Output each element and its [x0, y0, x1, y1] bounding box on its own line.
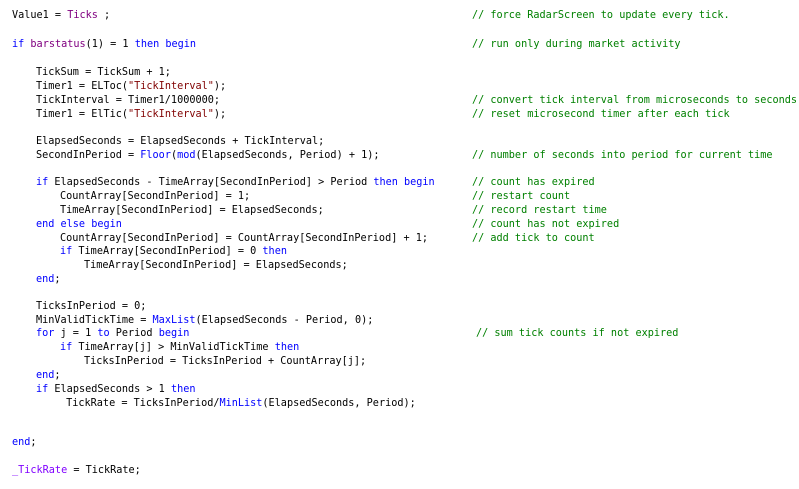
code-token-plain: ; [54, 370, 61, 381]
code-comment: // record restart time [472, 205, 607, 216]
code-token-plain: Value1 = [12, 10, 68, 21]
code-comment: // run only during market activity [472, 39, 681, 50]
code-token-keyword: if [60, 342, 73, 353]
code-token-keyword: then begin [373, 177, 435, 188]
code-token-plain: TickSum = TickSum + 1; [36, 67, 171, 78]
code-line: end else begin [36, 218, 122, 232]
code-line: Timer1 = ELToc("TickInterval"); [36, 80, 226, 94]
code-line: end; [36, 369, 61, 383]
code-token-plain: Period [109, 328, 159, 339]
code-comment: // convert tick interval from microsecon… [472, 95, 798, 106]
code-token-plain: ElapsedSeconds - TimeArray[SecondInPerio… [48, 177, 374, 188]
code-line: ElapsedSeconds = ElapsedSeconds + TickIn… [36, 135, 324, 149]
code-token-keyword: for [36, 328, 55, 339]
code-token-plain: TimeArray[SecondInPeriod] = ElapsedSecon… [60, 205, 324, 216]
code-token-keyword: then [262, 246, 287, 257]
code-token-plain: ; [97, 10, 111, 21]
code-comment: // reset microsecond timer after each ti… [472, 109, 730, 120]
code-token-plain: ); [213, 109, 227, 120]
code-token-keyword: if [36, 384, 49, 395]
code-token-keyword: then [274, 342, 300, 353]
code-token-plain: MinValidTickTime = [36, 315, 153, 326]
code-line: TicksInPeriod = TicksInPeriod + CountArr… [84, 355, 366, 369]
code-token-plain: (1) = 1 [85, 39, 135, 50]
code-comment: // add tick to count [472, 233, 595, 244]
code-token-function: mod [177, 150, 196, 161]
code-comment: // count has not expired [472, 219, 620, 230]
code-token-plain: j = 1 [54, 328, 98, 339]
code-line: if TimeArray[j] > MinValidTickTime then [60, 341, 299, 355]
code-token-plain: TicksInPeriod = 0; [36, 301, 147, 312]
code-token-plain: TicksInPeriod = TicksInPeriod + CountArr… [84, 356, 367, 367]
code-line: end; [36, 273, 61, 287]
code-line: TickSum = TickSum + 1; [36, 66, 171, 80]
code-comment: // restart count [472, 191, 571, 202]
code-line: TimeArray[SecondInPeriod] = ElapsedSecon… [84, 259, 348, 273]
code-line: TicksInPeriod = 0; [36, 300, 146, 314]
code-token-function: MinList [219, 398, 263, 409]
code-token-keyword: then begin [134, 39, 197, 50]
code-token-function: MaxList [152, 315, 196, 326]
code-token-plain: Timer1 = ELToc( [36, 81, 129, 92]
code-token-plain: (ElapsedSeconds, Period) + 1); [195, 150, 380, 161]
code-token-string: "TickInterval" [128, 81, 214, 92]
code-token-plain: SecondInPeriod = [36, 150, 141, 161]
code-token-plain: ; [30, 437, 37, 448]
code-comment: // count has expired [472, 177, 595, 188]
code-token-keyword: if [60, 246, 73, 257]
code-token-keyword: end else begin [36, 219, 122, 230]
code-token-string: "TickInterval" [128, 109, 214, 120]
code-token-plain: ; [54, 274, 61, 285]
code-line: if ElapsedSeconds - TimeArray[SecondInPe… [36, 176, 435, 190]
code-token-plain: TickInterval = Timer1/1000000; [36, 95, 221, 106]
code-token-function: Floor [140, 150, 171, 161]
code-token-reserved: barstatus [30, 39, 86, 50]
code-token-plain: TimeArray[j] > MinValidTickTime [72, 342, 275, 353]
code-token-keyword: end [12, 437, 31, 448]
code-line: Value1 = Ticks ; [12, 9, 110, 23]
code-line: SecondInPeriod = Floor(mod(ElapsedSecond… [36, 149, 380, 163]
code-line: TimeArray[SecondInPeriod] = ElapsedSecon… [60, 204, 324, 218]
code-token-plain: TickRate = TicksInPeriod/ [60, 398, 220, 409]
code-token-plain: TimeArray[SecondInPeriod] = ElapsedSecon… [84, 260, 348, 271]
code-line: if TimeArray[SecondInPeriod] = 0 then [60, 245, 287, 259]
code-token-user_function: _TickRate [12, 465, 68, 476]
code-comment: // number of seconds into period for cur… [472, 150, 773, 161]
code-token-keyword: then [170, 384, 196, 395]
code-line: _TickRate = TickRate; [12, 464, 141, 478]
code-comment: // sum tick counts if not expired [476, 328, 679, 339]
code-token-plain: = TickRate; [67, 465, 141, 476]
code-token-plain: CountArray[SecondInPeriod] = CountArray[… [60, 233, 429, 244]
code-comment: // force RadarScreen to update every tic… [472, 10, 730, 21]
code-token-plain: (ElapsedSeconds, Period); [262, 398, 416, 409]
code-line: end; [12, 436, 37, 450]
code-token-plain: ElapsedSeconds = ElapsedSeconds + TickIn… [36, 136, 325, 147]
code-token-plain: ); [213, 81, 227, 92]
code-token-plain: ElapsedSeconds > 1 [48, 384, 171, 395]
code-line: Timer1 = ElTic("TickInterval"); [36, 108, 226, 122]
code-line: if barstatus(1) = 1 then begin [12, 38, 196, 52]
code-token-reserved: Ticks [67, 10, 98, 21]
code-line: if ElapsedSeconds > 1 then [36, 383, 196, 397]
code-token-keyword: end [36, 370, 55, 381]
code-token-keyword: to [97, 328, 110, 339]
code-token-plain: CountArray[SecondInPeriod] = 1; [60, 191, 251, 202]
code-line: MinValidTickTime = MaxList(ElapsedSecond… [36, 314, 373, 328]
code-token-keyword: if [12, 39, 25, 50]
code-token-keyword: end [36, 274, 55, 285]
code-token-plain: ( [170, 150, 178, 161]
code-token-plain: TimeArray[SecondInPeriod] = 0 [72, 246, 263, 257]
code-token-keyword: begin [158, 328, 190, 339]
code-line: for j = 1 to Period begin [36, 327, 189, 341]
code-line: TickInterval = Timer1/1000000; [36, 94, 220, 108]
code-token-plain: (ElapsedSeconds - Period, 0); [195, 315, 374, 326]
code-line: CountArray[SecondInPeriod] = CountArray[… [60, 232, 428, 246]
code-token-plain: Timer1 = ElTic( [36, 109, 129, 120]
code-token-keyword: if [36, 177, 49, 188]
code-line: CountArray[SecondInPeriod] = 1; [60, 190, 250, 204]
code-line: TickRate = TicksInPeriod/MinList(Elapsed… [60, 397, 416, 411]
